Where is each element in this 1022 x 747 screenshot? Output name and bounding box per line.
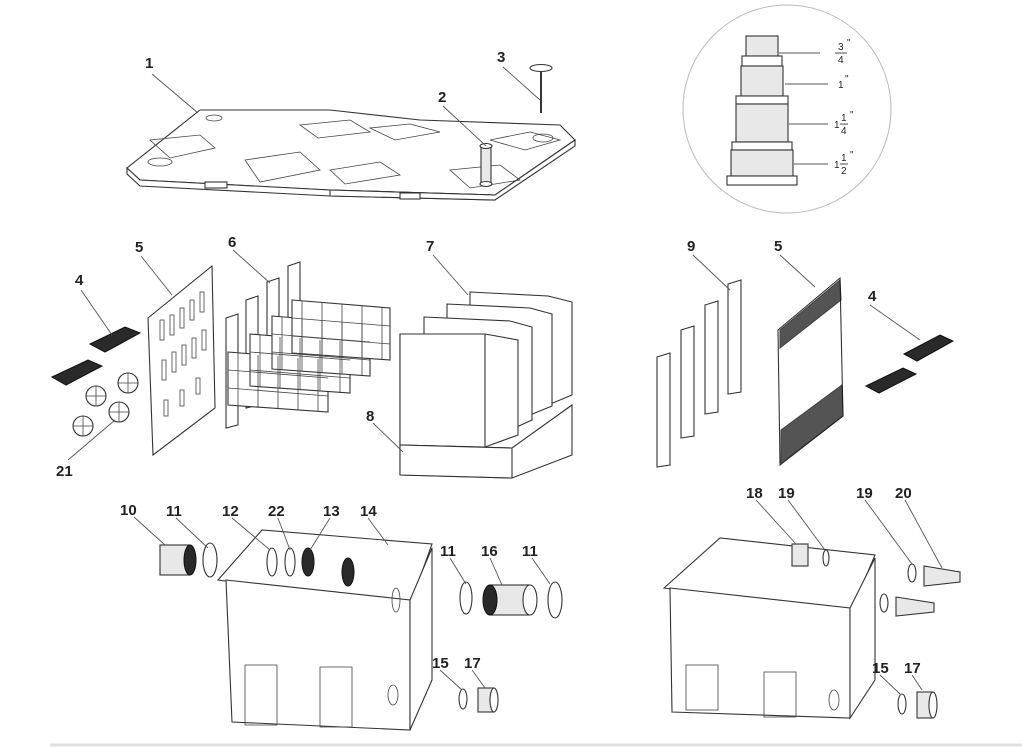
nut-part-17-left: [477, 687, 499, 713]
nut-part-17-right: [916, 691, 938, 719]
divider-plate-part-5-right: [777, 276, 844, 467]
oring-part-19-inner: [822, 549, 830, 567]
svg-text:4: 4: [841, 126, 847, 137]
oring-part-12: [266, 547, 278, 577]
svg-text:": ": [845, 74, 849, 85]
callout-8: 8: [366, 408, 374, 425]
callout-11-c: 11: [522, 543, 538, 560]
hose-tail-part-20: [895, 565, 961, 617]
callout-15-left: 15: [432, 655, 449, 672]
coupling-part-16: [482, 584, 538, 616]
oring-part-19-lower: [879, 593, 889, 613]
svg-text:": ": [847, 38, 851, 49]
callout-21: 21: [56, 463, 73, 480]
washer-part-15-right: [897, 693, 907, 715]
oring-part-22: [284, 547, 296, 577]
callout-19-a: 19: [778, 485, 795, 502]
callout-7: 7: [426, 238, 434, 255]
filter-grids-part-6: [227, 299, 391, 413]
svg-text:1: 1: [841, 113, 847, 124]
nut-part-13: [301, 547, 315, 577]
hose-size-1-1-2: 1 1 2 ": [834, 150, 854, 177]
callout-1: 1: [145, 55, 153, 72]
filter-block-part-4-right: [864, 334, 955, 394]
svg-text:4: 4: [838, 55, 844, 66]
svg-text:": ": [850, 150, 854, 161]
washer-part-15-left: [458, 688, 468, 710]
brush-holders-part-9: [656, 279, 742, 468]
callout-9: 9: [687, 238, 695, 255]
callout-11-a: 11: [166, 503, 182, 520]
connector-part-10: [159, 544, 197, 576]
callout-4-right: 4: [868, 288, 877, 305]
oring-part-11-right: [547, 581, 563, 619]
oring-part-11-mid: [459, 581, 473, 615]
callout-15-right: 15: [872, 660, 889, 677]
hose-size-1-1-4: 1 1 4 ": [834, 110, 854, 137]
callout-2: 2: [438, 89, 446, 106]
lid-part-1: [126, 109, 576, 201]
callout-5-right: 5: [774, 238, 782, 255]
filter-block-part-4-left: [50, 326, 142, 386]
hose-adapter-detail: [682, 4, 892, 214]
callout-17-right: 17: [904, 660, 921, 677]
filter-box-part-14: [216, 529, 433, 731]
callout-3: 3: [497, 49, 505, 66]
callout-4-left: 4: [75, 272, 84, 289]
inner-nut-part-13: [341, 557, 355, 587]
leader-lines: [67, 66, 943, 695]
svg-text:": ": [850, 110, 854, 121]
callout-6: 6: [228, 234, 236, 251]
filter-box-right: [662, 537, 876, 720]
svg-text:3: 3: [838, 42, 844, 53]
callout-17-left: 17: [464, 655, 481, 672]
callout-22: 22: [268, 503, 285, 520]
svg-text:2: 2: [841, 166, 847, 177]
svg-text:1: 1: [838, 80, 844, 91]
base-sponge-part-8: [399, 403, 573, 479]
callout-labels: 1 2 3 4 5 6 7 8 9 5 4 21 10 11 12 22 13 …: [56, 49, 921, 677]
svg-text:1: 1: [841, 153, 847, 164]
callout-5-left: 5: [135, 239, 143, 256]
callout-14: 14: [360, 503, 377, 520]
foam-sponges-part-7: [399, 291, 573, 448]
pin-part-2: [479, 142, 493, 188]
callout-19-b: 19: [856, 485, 873, 502]
svg-text:1: 1: [834, 120, 840, 131]
hose-size-1: 1 ": [838, 74, 849, 91]
outlet-part-18: [791, 543, 809, 567]
divider-plate-part-5-left: [147, 264, 216, 457]
hose-size-3-4: 3 4 ": [835, 38, 851, 66]
callout-11-b: 11: [440, 543, 456, 560]
oring-part-11-left: [202, 542, 218, 578]
callout-10: 10: [120, 502, 137, 519]
svg-text:1: 1: [834, 160, 840, 171]
callout-20: 20: [895, 485, 912, 502]
callout-16: 16: [481, 543, 498, 560]
oring-part-19-outer: [907, 563, 917, 583]
float-stick-part-3: [529, 63, 553, 113]
filter-balls-part-21: [72, 372, 139, 437]
callout-13: 13: [323, 503, 340, 520]
callout-12: 12: [222, 503, 239, 520]
callout-18: 18: [746, 485, 763, 502]
